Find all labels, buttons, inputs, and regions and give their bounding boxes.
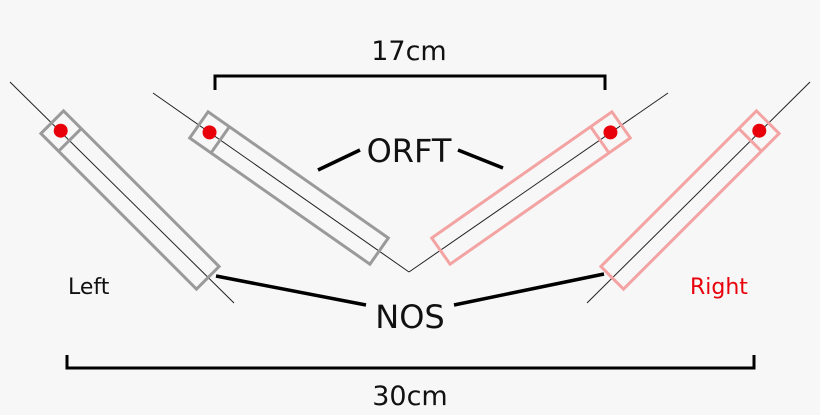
capsule-dot [603, 125, 618, 140]
orft-dimension-bracket [213, 74, 607, 90]
orft-left-microphone [187, 109, 391, 267]
nos-left-microphone [38, 108, 222, 292]
orft-spacing-label: 17cm [371, 36, 447, 67]
nos-dimension-bracket [65, 355, 756, 370]
mic-capsule-divider [57, 127, 83, 153]
mic-body [429, 109, 633, 267]
orft-leader-lines [317, 148, 504, 172]
mic-body [187, 109, 391, 267]
orft-axis-lines [152, 92, 669, 273]
orft-label: ORFT [367, 132, 452, 170]
mic-body [598, 108, 782, 292]
nos-axis-lines [9, 81, 811, 304]
nos-label: NOS [375, 298, 444, 336]
mic-capsule-divider [737, 127, 763, 153]
nos-leader-lines [215, 272, 605, 307]
mic-body [38, 108, 222, 292]
left-channel-label: Left [68, 275, 110, 300]
orft-right-microphone [429, 109, 633, 267]
mic-capsule-divider [589, 125, 611, 154]
nos-right-microphone [598, 108, 782, 292]
nos-spacing-label: 30cm [372, 381, 448, 412]
mic-capsule-divider [209, 125, 231, 154]
right-channel-label: Right [690, 275, 748, 300]
capsule-dot [202, 125, 217, 140]
capsule-dot [53, 123, 68, 138]
capsule-dot [752, 123, 767, 138]
